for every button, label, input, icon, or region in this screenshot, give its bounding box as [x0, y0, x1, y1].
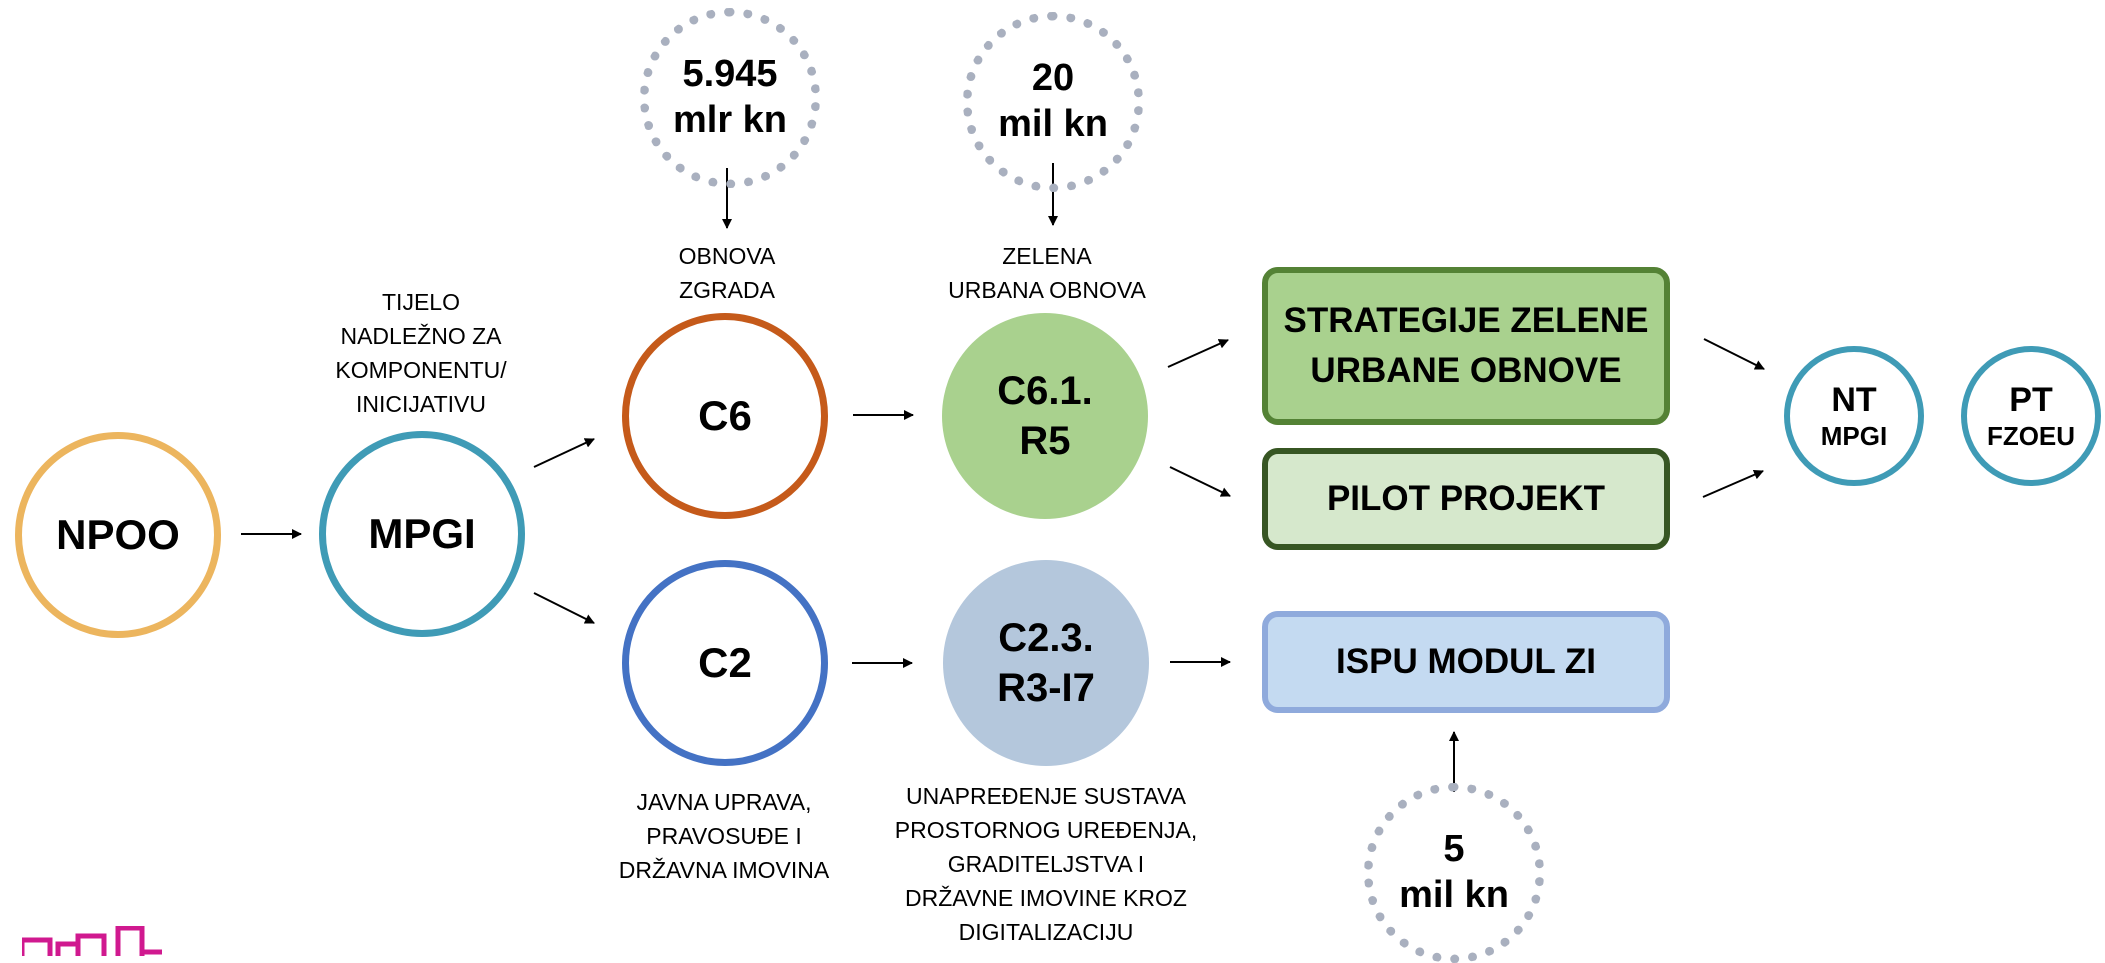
arrow-mpgi-c2: [533, 592, 595, 624]
mpgi-node: MPGI: [319, 431, 525, 637]
nt-sublabel: MPGI: [1820, 420, 1888, 451]
arrow-strategije-nt: [1703, 338, 1765, 370]
ispu-label: ISPU MODUL ZI: [1336, 642, 1596, 681]
arrow-c61-strategije: [1167, 339, 1229, 368]
c61-node: C6.1. R5: [942, 313, 1148, 519]
amount-value: 5.945: [682, 53, 778, 96]
amount-value: 20: [1031, 57, 1075, 100]
caption-c23: UNAPREĐENJE SUSTAVA PROSTORNOG UREĐENJA,…: [894, 783, 1198, 945]
mpgi-label: MPGI: [368, 509, 476, 557]
c6-node: C6: [622, 313, 828, 519]
caption-c2: JAVNA UPRAVA, PRAVOSUĐE I DRŽAVNA IMOVIN…: [618, 789, 830, 883]
caption-c61: ZELENA URBANA OBNOVA: [948, 243, 1146, 303]
strategije-line1: STRATEGIJE ZELENE: [1283, 301, 1649, 340]
pt-sublabel: FZOEU: [1986, 420, 2076, 451]
arrow-mpgi-c6: [533, 438, 595, 468]
arrow-pilot-nt: [1702, 469, 1764, 498]
pilot-box: PILOT PROJEKT: [1262, 448, 1670, 550]
amount-unit: mil kn: [1399, 874, 1509, 916]
npoo-label: NPOO: [56, 510, 180, 558]
amount-ispu-circle: 5 mil kn: [1364, 783, 1544, 963]
c61-label-line2: R5: [1019, 419, 1071, 463]
amount-unit: mlr kn: [672, 99, 788, 141]
logo-icon: [22, 926, 162, 956]
c23-node: C2.3. R3-I7: [943, 560, 1149, 766]
c6-label: C6: [698, 391, 752, 439]
pt-label: PT: [2009, 381, 2053, 419]
pilot-label: PILOT PROJEKT: [1326, 479, 1606, 518]
pt-node: PT FZOEU: [1961, 346, 2101, 486]
c61-label-line1: C6.1.: [997, 369, 1093, 413]
caption-c6: OBNOVA ZGRADA: [678, 243, 776, 303]
nt-label: NT: [1831, 381, 1877, 419]
caption-mpgi: TIJELO NADLEŽNO ZA KOMPONENTU/ INICIJATI…: [335, 289, 507, 417]
amount-c6-circle: 5.945 mlr kn: [640, 8, 820, 188]
c23-label-line2: R3-I7: [997, 666, 1095, 710]
strategije-line2: URBANE OBNOVE: [1310, 351, 1622, 390]
c2-node: C2: [622, 560, 828, 766]
amount-unit: mil kn: [998, 103, 1108, 145]
amount-value: 5: [1443, 828, 1465, 871]
arrow-c61-pilot: [1169, 466, 1231, 497]
amount-c61-circle: 20 mil kn: [963, 12, 1143, 192]
nt-node: NT MPGI: [1784, 346, 1924, 486]
c2-label: C2: [698, 638, 752, 686]
strategije-box: STRATEGIJE ZELENE URBANE OBNOVE: [1262, 267, 1670, 425]
ispu-box: ISPU MODUL ZI: [1262, 611, 1670, 713]
c23-label-line1: C2.3.: [998, 616, 1094, 660]
npoo-node: NPOO: [15, 432, 221, 638]
